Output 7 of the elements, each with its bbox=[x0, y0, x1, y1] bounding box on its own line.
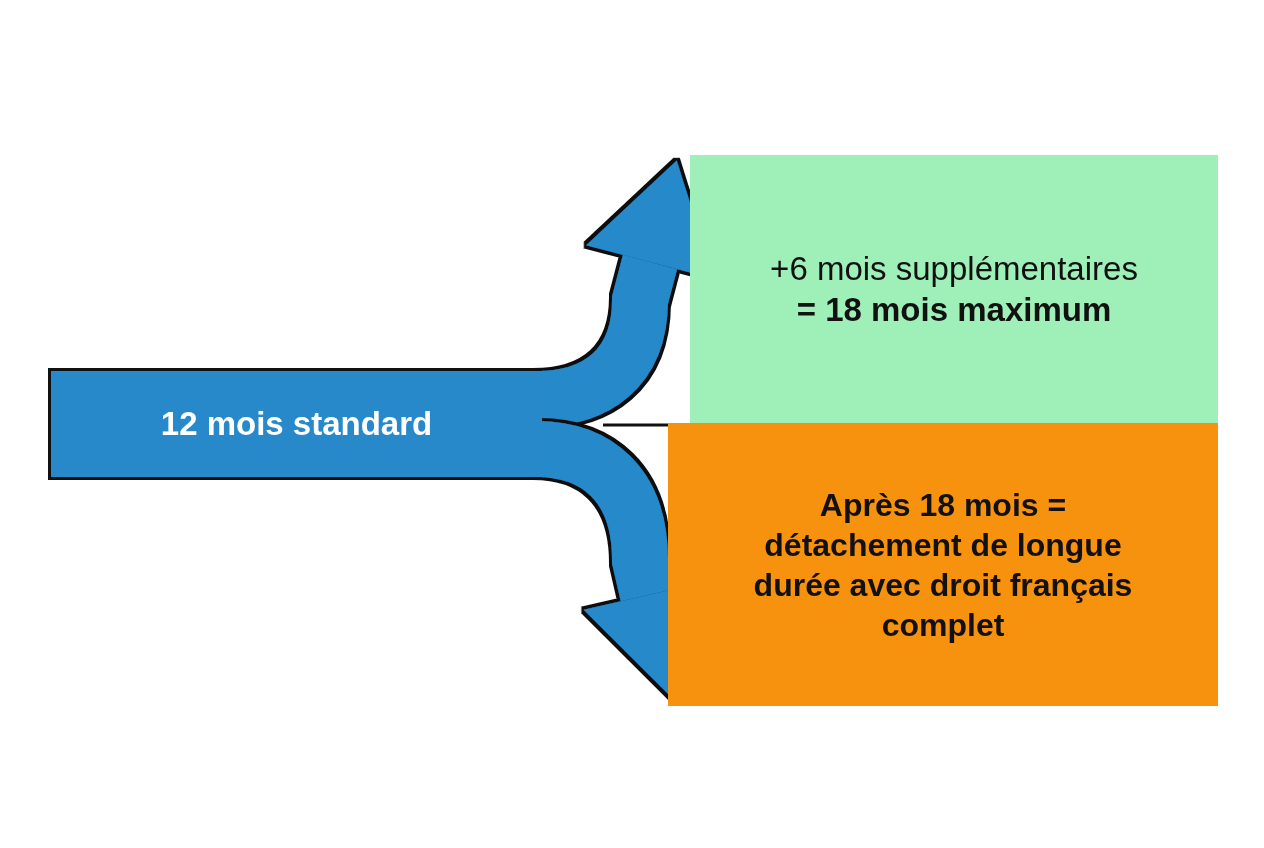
node-text: +6 mois supplémentaires bbox=[770, 248, 1138, 289]
node-text: = 18 mois maximum bbox=[796, 290, 1112, 330]
result-panel bbox=[668, 423, 1218, 706]
arrow-body bbox=[48, 368, 542, 480]
node-text: Après 18 mois = détachement de longue durée avec droit français complet bbox=[752, 485, 1134, 645]
result-panel bbox=[690, 155, 1218, 423]
node-text: 12 mois standard bbox=[160, 404, 433, 445]
